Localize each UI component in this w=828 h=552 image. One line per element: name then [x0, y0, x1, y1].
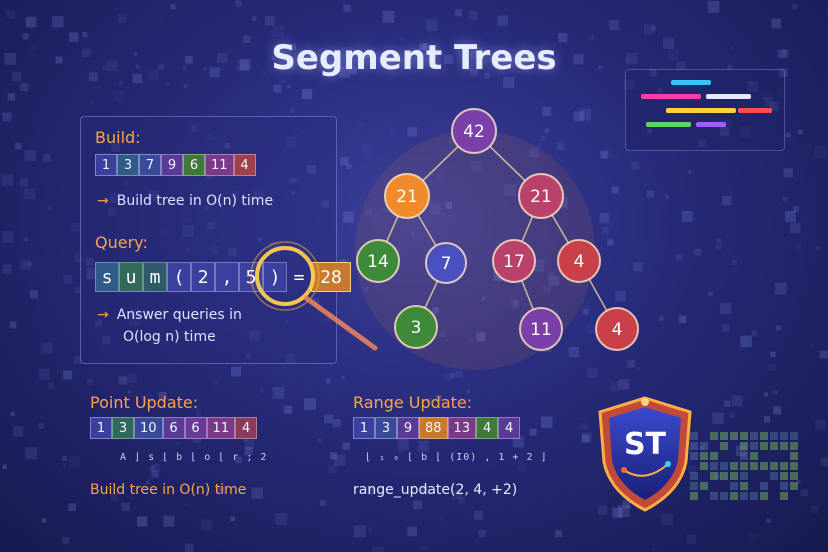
query-equals: = [293, 266, 305, 288]
point-update-note: Build tree in O(n) time [90, 482, 247, 498]
page-title: Segment Trees [271, 38, 557, 78]
code-minimap [625, 69, 785, 151]
tree-node-l: 21 [384, 173, 430, 219]
minimap-bar [671, 80, 711, 85]
range-update-subnote: ⌊ ₁ ₀ ⌊ b ⌊ (I0) , 1 + 2 ⌋ [365, 452, 548, 463]
st-shield-logo: ST [598, 396, 692, 512]
array-cell: 3 [112, 417, 134, 439]
tree-node-value: 11 [530, 320, 552, 340]
build-label: Build: [95, 128, 141, 147]
array-cell: 1 [95, 154, 117, 176]
point-update-label: Point Update: [90, 393, 199, 412]
badge-text: ST [624, 427, 667, 462]
array-cell: 11 [205, 154, 234, 176]
arrow-right-icon: → [97, 193, 109, 209]
arrow-right-icon: → [97, 307, 109, 323]
array-cell: 6 [184, 417, 207, 439]
query-char: ) [263, 262, 287, 292]
tree-node-lr: 7 [425, 242, 467, 284]
array-cell: 4 [498, 417, 521, 439]
array-cell: 9 [161, 154, 183, 176]
query-note-line2: O(log n) time [123, 329, 216, 345]
array-cell: 13 [447, 417, 477, 439]
array-cell: 6 [183, 154, 205, 176]
tree-node-value: 4 [612, 320, 623, 340]
query-note-line1: Answer queries in [116, 307, 242, 323]
minimap-bar [696, 122, 726, 127]
array-cell: 4 [235, 417, 258, 439]
point-update-subnote: A ⌋ s ⌊ b ⌊ o ⌊ r ; 2 [120, 452, 268, 463]
array-cell: 3 [375, 417, 397, 439]
range-update-label: Range Update: [353, 393, 473, 412]
minimap-bar [646, 122, 691, 127]
query-char: 2 [191, 262, 215, 292]
array-cell: 4 [233, 154, 256, 176]
query-label: Query: [95, 233, 148, 252]
query-note: → Answer queries in [97, 307, 242, 323]
minimap-bar [666, 108, 736, 113]
tree-node-r: 21 [518, 173, 564, 219]
query-char: m [143, 262, 167, 292]
array-cell: 4 [476, 417, 499, 439]
query-char: , [215, 262, 239, 292]
tree-node-value: 4 [574, 252, 585, 272]
tree-node-value: 17 [503, 252, 525, 272]
tree-node-root: 42 [451, 108, 497, 154]
array-cell: 6 [162, 417, 185, 439]
array-cell: 7 [139, 154, 161, 176]
tree-node-value: 21 [396, 187, 418, 207]
minimap-bar [641, 94, 701, 99]
tree-node-value: 7 [441, 254, 452, 274]
array-cell: 10 [134, 417, 163, 439]
tree-node-rrr: 4 [595, 307, 639, 351]
build-note-text: Build tree in O(n) time [116, 193, 274, 209]
minimap-bar [738, 108, 772, 113]
tree-node-rl: 17 [492, 239, 536, 283]
tree-node-rr: 4 [557, 239, 601, 283]
array-cell: 11 [206, 417, 236, 439]
tree-node-value: 14 [367, 252, 389, 272]
tree-node-value: 3 [411, 318, 422, 338]
range-update-note: range_update(2, 4, +2) [353, 482, 518, 498]
magnifier-icon [250, 241, 378, 351]
query-char: ( [167, 262, 191, 292]
tree-node-lrl: 3 [394, 305, 438, 349]
minimap-bar [706, 94, 751, 99]
pixel-grid-decoration [690, 432, 798, 500]
build-note: → Build tree in O(n) time [97, 193, 273, 209]
query-char: u [119, 262, 143, 292]
tree-node-value: 21 [530, 187, 552, 207]
array-cell: 88 [419, 417, 448, 439]
tree-node-rlr: 11 [519, 307, 563, 351]
array-cell: 3 [117, 154, 139, 176]
tree-node-ll: 14 [356, 239, 400, 283]
array-cell: 1 [353, 417, 375, 439]
tree-node-value: 42 [463, 122, 485, 142]
array-cell: 1 [90, 417, 112, 439]
array-cell: 9 [397, 417, 419, 439]
query-char: s [95, 262, 119, 292]
